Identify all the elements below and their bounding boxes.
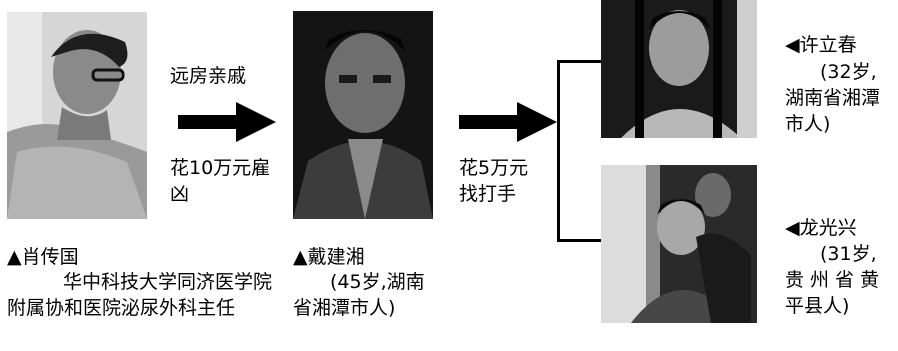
xu-detail-line2: 湖南省湘潭 <box>785 87 881 109</box>
payment-label-2-line1: 花5万元 <box>459 157 529 179</box>
xu-lichun-photo <box>601 0 757 138</box>
xu-detail-line1: (32岁, <box>820 61 877 83</box>
long-guangxing-photo <box>601 165 757 323</box>
xiao-name-caption: ▲肖传国 <box>7 246 79 268</box>
long-detail-line3: 平县人) <box>785 295 850 317</box>
dai-jianxiang-photo <box>293 11 433 219</box>
bracket-vertical-line <box>557 60 560 242</box>
xu-detail-line3: 市人) <box>785 113 831 135</box>
payment-label-2-line2: 找打手 <box>459 183 517 205</box>
relation-label: 远房亲戚 <box>170 65 247 87</box>
long-name-caption: ◀龙光兴 <box>785 217 857 239</box>
long-detail-line2: 贵州省黄 <box>785 269 886 291</box>
bracket-top-line <box>557 60 601 63</box>
dai-detail-line1: (45岁,湖南 <box>330 271 425 293</box>
payment-label-1-line1: 花10万元雇 <box>170 157 271 179</box>
dai-detail-line2: 省湘潭市人) <box>293 297 396 319</box>
xiao-title-line1: 华中科技大学同济医学院 <box>63 271 273 293</box>
payment-label-1-line2: 凶 <box>170 183 190 205</box>
xu-name-caption: ◀许立春 <box>785 34 857 56</box>
xiao-title-line2: 附属协和医院泌尿外科主任 <box>7 297 236 319</box>
arrow-right-icon <box>178 102 276 142</box>
long-detail-line1: (31岁, <box>820 243 877 265</box>
xiao-chuanguo-photo <box>7 12 147 219</box>
arrow-right-icon <box>459 102 557 142</box>
dai-name-caption: ▲戴建湘 <box>293 246 365 268</box>
bracket-bottom-line <box>557 239 601 242</box>
